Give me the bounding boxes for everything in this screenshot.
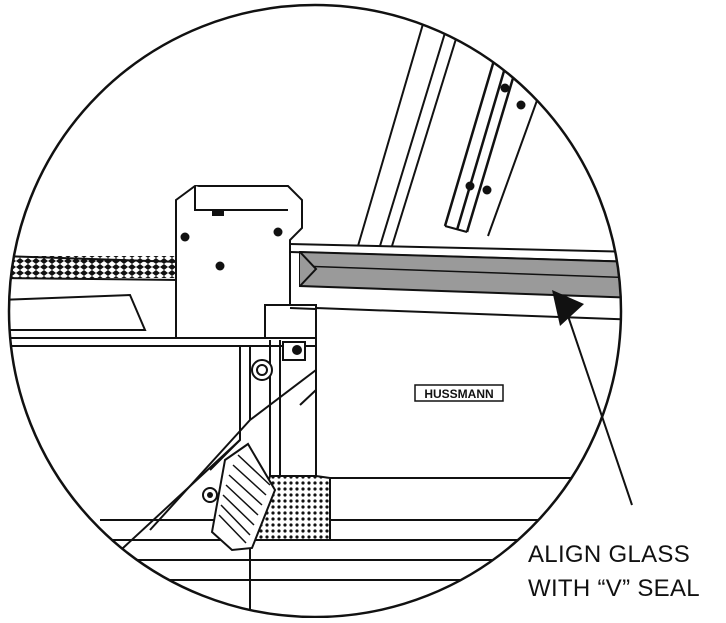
mounting-bracket xyxy=(175,185,317,339)
detail-circle xyxy=(7,3,623,619)
v-seal xyxy=(299,250,621,300)
leader-arrow xyxy=(552,290,633,506)
callout-line-1: ALIGN GLASS xyxy=(528,541,691,568)
bracket-screws xyxy=(180,227,283,271)
callout-label: ALIGN GLASS WITH “V” SEAL xyxy=(528,538,700,606)
brand-plate-text: HUSSMANN xyxy=(424,387,493,401)
frame-screws xyxy=(465,83,526,195)
hussmann-plate: HUSSMANN xyxy=(414,384,504,402)
case-front-panel xyxy=(9,306,621,479)
ribbed-handle xyxy=(202,442,277,552)
grate-shelf xyxy=(9,255,181,331)
callout-line-2: WITH “V” SEAL xyxy=(528,575,700,602)
lower-rail xyxy=(100,340,621,617)
